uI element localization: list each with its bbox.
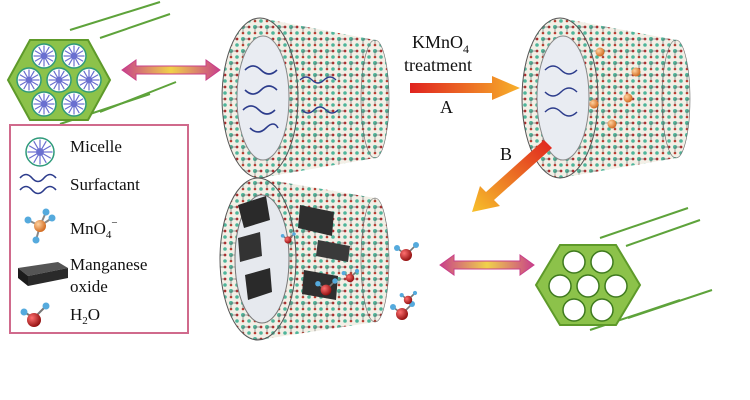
empty-channel-3 — [548, 274, 572, 298]
micelle-3 — [16, 67, 42, 93]
arrow-b: B — [472, 140, 552, 212]
legend-manganese-oxide: Manganese oxide — [18, 255, 147, 296]
micelle-7 — [61, 91, 87, 117]
water-molecule-inside-2 — [341, 268, 360, 283]
micelle-1 — [31, 43, 57, 69]
micelle-5 — [76, 67, 102, 93]
permanganate-icon — [24, 208, 56, 244]
equilibrium-double-arrow-top — [121, 59, 221, 81]
legend-manganese-label-1: Manganese — [70, 255, 147, 274]
permanganate-ion-2 — [631, 67, 641, 77]
surfactant-icon — [19, 173, 57, 195]
legend-permanganate: MnO4− — [24, 208, 118, 244]
water-molecule-inside-3 — [280, 232, 296, 244]
arrow-b-label: B — [500, 144, 512, 164]
arrow-a-label: A — [440, 97, 453, 117]
legend-manganese-label-2: oxide — [70, 277, 108, 296]
permanganate-ion-5 — [607, 119, 617, 129]
empty-channel-6 — [562, 298, 586, 322]
water-molecules-outside — [390, 242, 419, 320]
micelle-2 — [61, 43, 87, 69]
empty-channel-4 — [576, 274, 600, 298]
legend-water: H2O — [20, 302, 100, 327]
micelle-4 — [46, 67, 72, 93]
water-molecule-3 — [399, 290, 418, 305]
nanotube-with-manganese-oxide — [219, 177, 390, 341]
nanotube-with-permanganate — [521, 17, 691, 179]
legend-surfactant: Surfactant — [19, 173, 140, 195]
permanganate-ion-3 — [623, 93, 633, 103]
micelle-icon — [25, 137, 55, 167]
manganese-oxide-icon — [18, 262, 68, 286]
water-molecule-2 — [390, 301, 415, 320]
legend-micelle-label: Micelle — [70, 137, 122, 156]
water-molecule-1 — [394, 242, 419, 261]
water-molecule-icon — [20, 302, 50, 327]
legend-water-label: H2O — [70, 305, 100, 327]
legend: Micelle Surfactant MnO4− — [9, 124, 189, 334]
empty-channel-7 — [590, 298, 614, 322]
permanganate-ion-4 — [589, 99, 599, 109]
micelle-6 — [31, 91, 57, 117]
empty-channel-5 — [604, 274, 628, 298]
equilibrium-double-arrow-bottom — [439, 254, 535, 276]
water-molecule-inside-1 — [315, 278, 338, 296]
micelle-rod-diagram — [6, 1, 177, 125]
step-label-kmno4: KMnO4 — [412, 32, 469, 56]
legend-surfactant-label: Surfactant — [70, 175, 140, 194]
mesoporous-rod-diagram — [534, 207, 713, 331]
legend-permanganate-label: MnO4− — [70, 217, 118, 241]
empty-channel-1 — [562, 250, 586, 274]
step-label-treatment: treatment — [404, 55, 472, 75]
legend-micelle: Micelle — [25, 137, 122, 167]
empty-channel-2 — [590, 250, 614, 274]
arrow-a-kmno4-treatment: KMnO4 treatment A — [404, 32, 520, 117]
permanganate-ion-1 — [595, 47, 605, 57]
nanotube-with-surfactant — [221, 17, 390, 179]
